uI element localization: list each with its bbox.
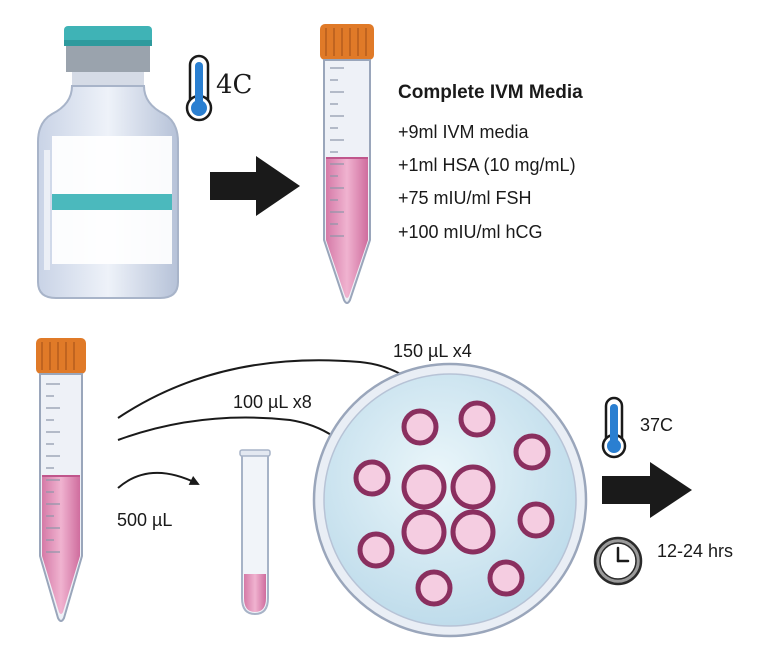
drop-small [517,501,555,539]
drop-large [450,509,496,555]
drop-large [401,509,447,555]
media-item: +9ml IVM media [398,122,529,142]
drop-small [353,459,391,497]
thermometer-icon [601,396,627,459]
arrow-right-icon [602,462,692,518]
storage-temperature-label: 4C [216,70,253,100]
media-item: +75 mIU/ml FSH [398,188,532,208]
arrow-right-icon [210,156,300,216]
culture-tube-icon [239,449,271,616]
drop-small [458,400,496,438]
conical-tube-icon [320,24,374,304]
culture-drops [353,400,555,607]
media-item: +100 mIU/ml hCG [398,222,543,242]
drop-small [401,408,439,446]
incubation-temperature-label: 37C [640,415,674,435]
thermometer-icon [185,54,213,122]
drop-large [401,464,447,510]
drop-small [415,569,453,607]
medium-vial-icon [37,26,179,299]
clock-icon [593,536,643,586]
tube-volume-label: 500 µL [117,510,173,530]
drop-small [487,559,525,597]
drop-small [357,531,395,569]
petri-dish-icon [312,362,588,638]
large-drops-label: 150 µL x4 [393,341,472,361]
tube-to-culture-arrow [117,472,200,489]
media-title: Complete IVM Media [398,82,583,103]
media-item: +1ml HSA (10 mg/mL) [398,155,576,175]
incubation-time-label: 12-24 hrs [657,541,734,561]
drop-small [513,433,551,471]
drop-large [450,464,496,510]
conical-tube-icon [36,338,86,622]
small-drops-label: 100 µL x8 [233,392,312,412]
